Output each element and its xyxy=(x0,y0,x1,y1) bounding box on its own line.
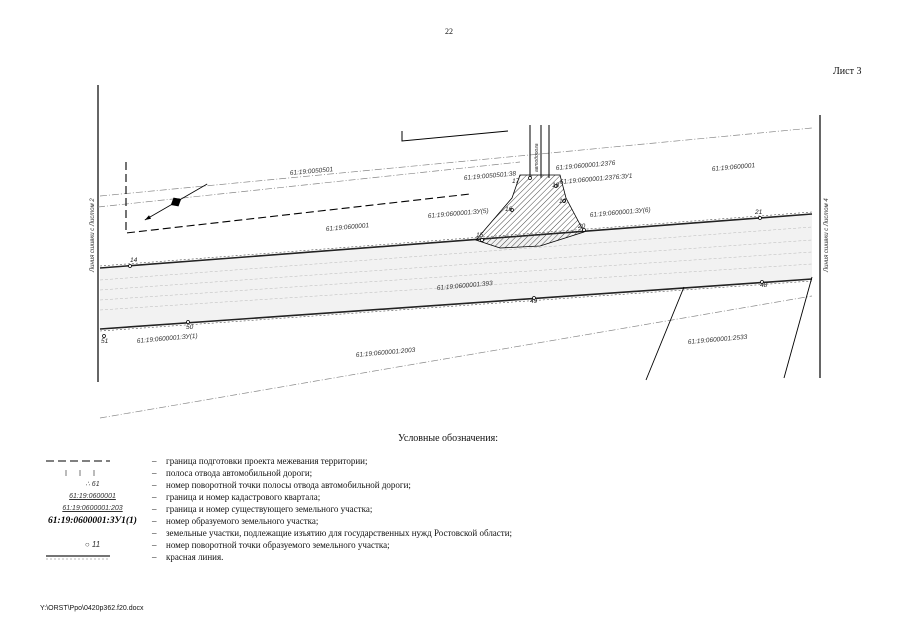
quarter-label-0601-right: 61:19:0600001 xyxy=(712,162,756,173)
page-number: 22 xyxy=(445,27,453,36)
dashed-line-symbol xyxy=(40,455,145,467)
road-point-symbol: ∴ 61 xyxy=(85,481,100,488)
point-51: 51 xyxy=(101,338,109,345)
new-parcel-symbol: 61:19:0600001:ЗУ1(1) xyxy=(48,516,137,526)
vertical-road xyxy=(529,125,550,178)
road-center-lines xyxy=(99,226,813,311)
quarter-symbol: 61:19:0600001 xyxy=(69,493,116,500)
red-line-top xyxy=(99,211,813,267)
parcel-label-2376-zu1: 61:19:0600001:2376:ЗУ1 xyxy=(560,173,634,186)
footer-file-path: Y:\ORST\Ppo\0420p362.f20.docx xyxy=(40,605,144,612)
legend-item-road-strip: – полоса отвода автомобильной дороги; xyxy=(40,467,660,479)
point-20: 20 xyxy=(577,223,586,230)
existing-parcel-symbol: 61:19:0600001:203 xyxy=(62,505,123,512)
quarter-boundaries xyxy=(97,127,813,419)
sheet-title: Лист 3 xyxy=(833,66,862,77)
legend-item-project-boundary: – граница подготовки проекта межевания т… xyxy=(40,455,660,467)
point-49: 49 xyxy=(530,298,538,305)
red-line-symbol xyxy=(40,551,145,563)
legend-title: Условные обозначения: xyxy=(398,433,499,444)
legend-item-existing-parcel: 61:19:0600001:203 – граница и номер суще… xyxy=(40,503,660,515)
point-21: 21 xyxy=(754,209,763,216)
new-parcel-label-zu6: 61:19:0600001:ЗУ(6) xyxy=(590,207,651,219)
point-17: 17 xyxy=(512,178,520,185)
project-boundary xyxy=(125,162,471,234)
point-15: 15 xyxy=(476,232,484,239)
legend-item-road-point: ∴ 61 – номер поворотной точки полосы отв… xyxy=(40,479,660,491)
quarter-label-0501: 61:19:0050501 xyxy=(290,166,334,177)
point-14: 14 xyxy=(130,257,138,264)
road-strip-symbol xyxy=(40,467,145,479)
red-line-bottom xyxy=(99,280,813,332)
left-stitch-label: Линия сшивки с Листом 2 xyxy=(90,198,96,273)
legend-item-red-line: – красная линия. xyxy=(40,551,660,563)
point-16: 16 xyxy=(505,206,513,213)
legend-item-new-parcel-point: ○ 11 – номер поворотной точки образуемог… xyxy=(40,539,660,551)
parcel-label-2376: 61:19:0600001:2376 xyxy=(556,160,616,172)
legend: – граница подготовки проекта межевания т… xyxy=(40,455,660,563)
new-parcel-label-zu5: 61:19:0600001:ЗУ(5) xyxy=(428,208,489,220)
parcel-label-0501-38: 61:19:0050501:38 xyxy=(464,170,517,182)
legend-item-seizure: – земельные участки, подлежащие изъятию … xyxy=(40,527,660,539)
parcel-label-2533: 61:19:0600001:2533 xyxy=(688,334,748,346)
project-boundary-bracket xyxy=(401,130,509,142)
point-18: 18 xyxy=(552,182,560,189)
road-corridor xyxy=(100,215,812,328)
row-line-bottom xyxy=(99,278,813,330)
boundary-points xyxy=(102,176,764,338)
seizure-symbol xyxy=(40,527,145,539)
new-parcel-point-symbol: ○ 11 xyxy=(84,540,101,549)
row-line-top xyxy=(99,213,813,269)
vertical-road-label: автодорога xyxy=(534,143,540,172)
new-parcel-label-zu1: 61:19:0600001:ЗУ(1) xyxy=(137,333,198,345)
point-50: 50 xyxy=(186,324,194,331)
parcel-label-393: 61:19:0600001:393 xyxy=(437,280,494,292)
north-arrow-icon xyxy=(144,183,208,221)
right-stitch-label: Линия сшивки с Листом 4 xyxy=(824,198,830,273)
point-48: 48 xyxy=(760,282,768,289)
quarter-label-0601-left: 61:19:0600001 xyxy=(326,222,370,233)
legend-item-new-parcel: 61:19:0600001:ЗУ1(1) – номер образуемого… xyxy=(40,515,660,527)
point-19: 19 xyxy=(559,198,567,205)
seizure-area xyxy=(475,174,585,249)
legend-item-quarter: 61:19:0600001 – граница и номер кадастро… xyxy=(40,491,660,503)
lower-parcel-lines xyxy=(645,276,813,381)
cadastral-map: 61:19:0050501 61:19:0600001 61:19:060000… xyxy=(90,85,830,419)
parcel-label-2003: 61:19:0600001:2003 xyxy=(356,347,416,359)
